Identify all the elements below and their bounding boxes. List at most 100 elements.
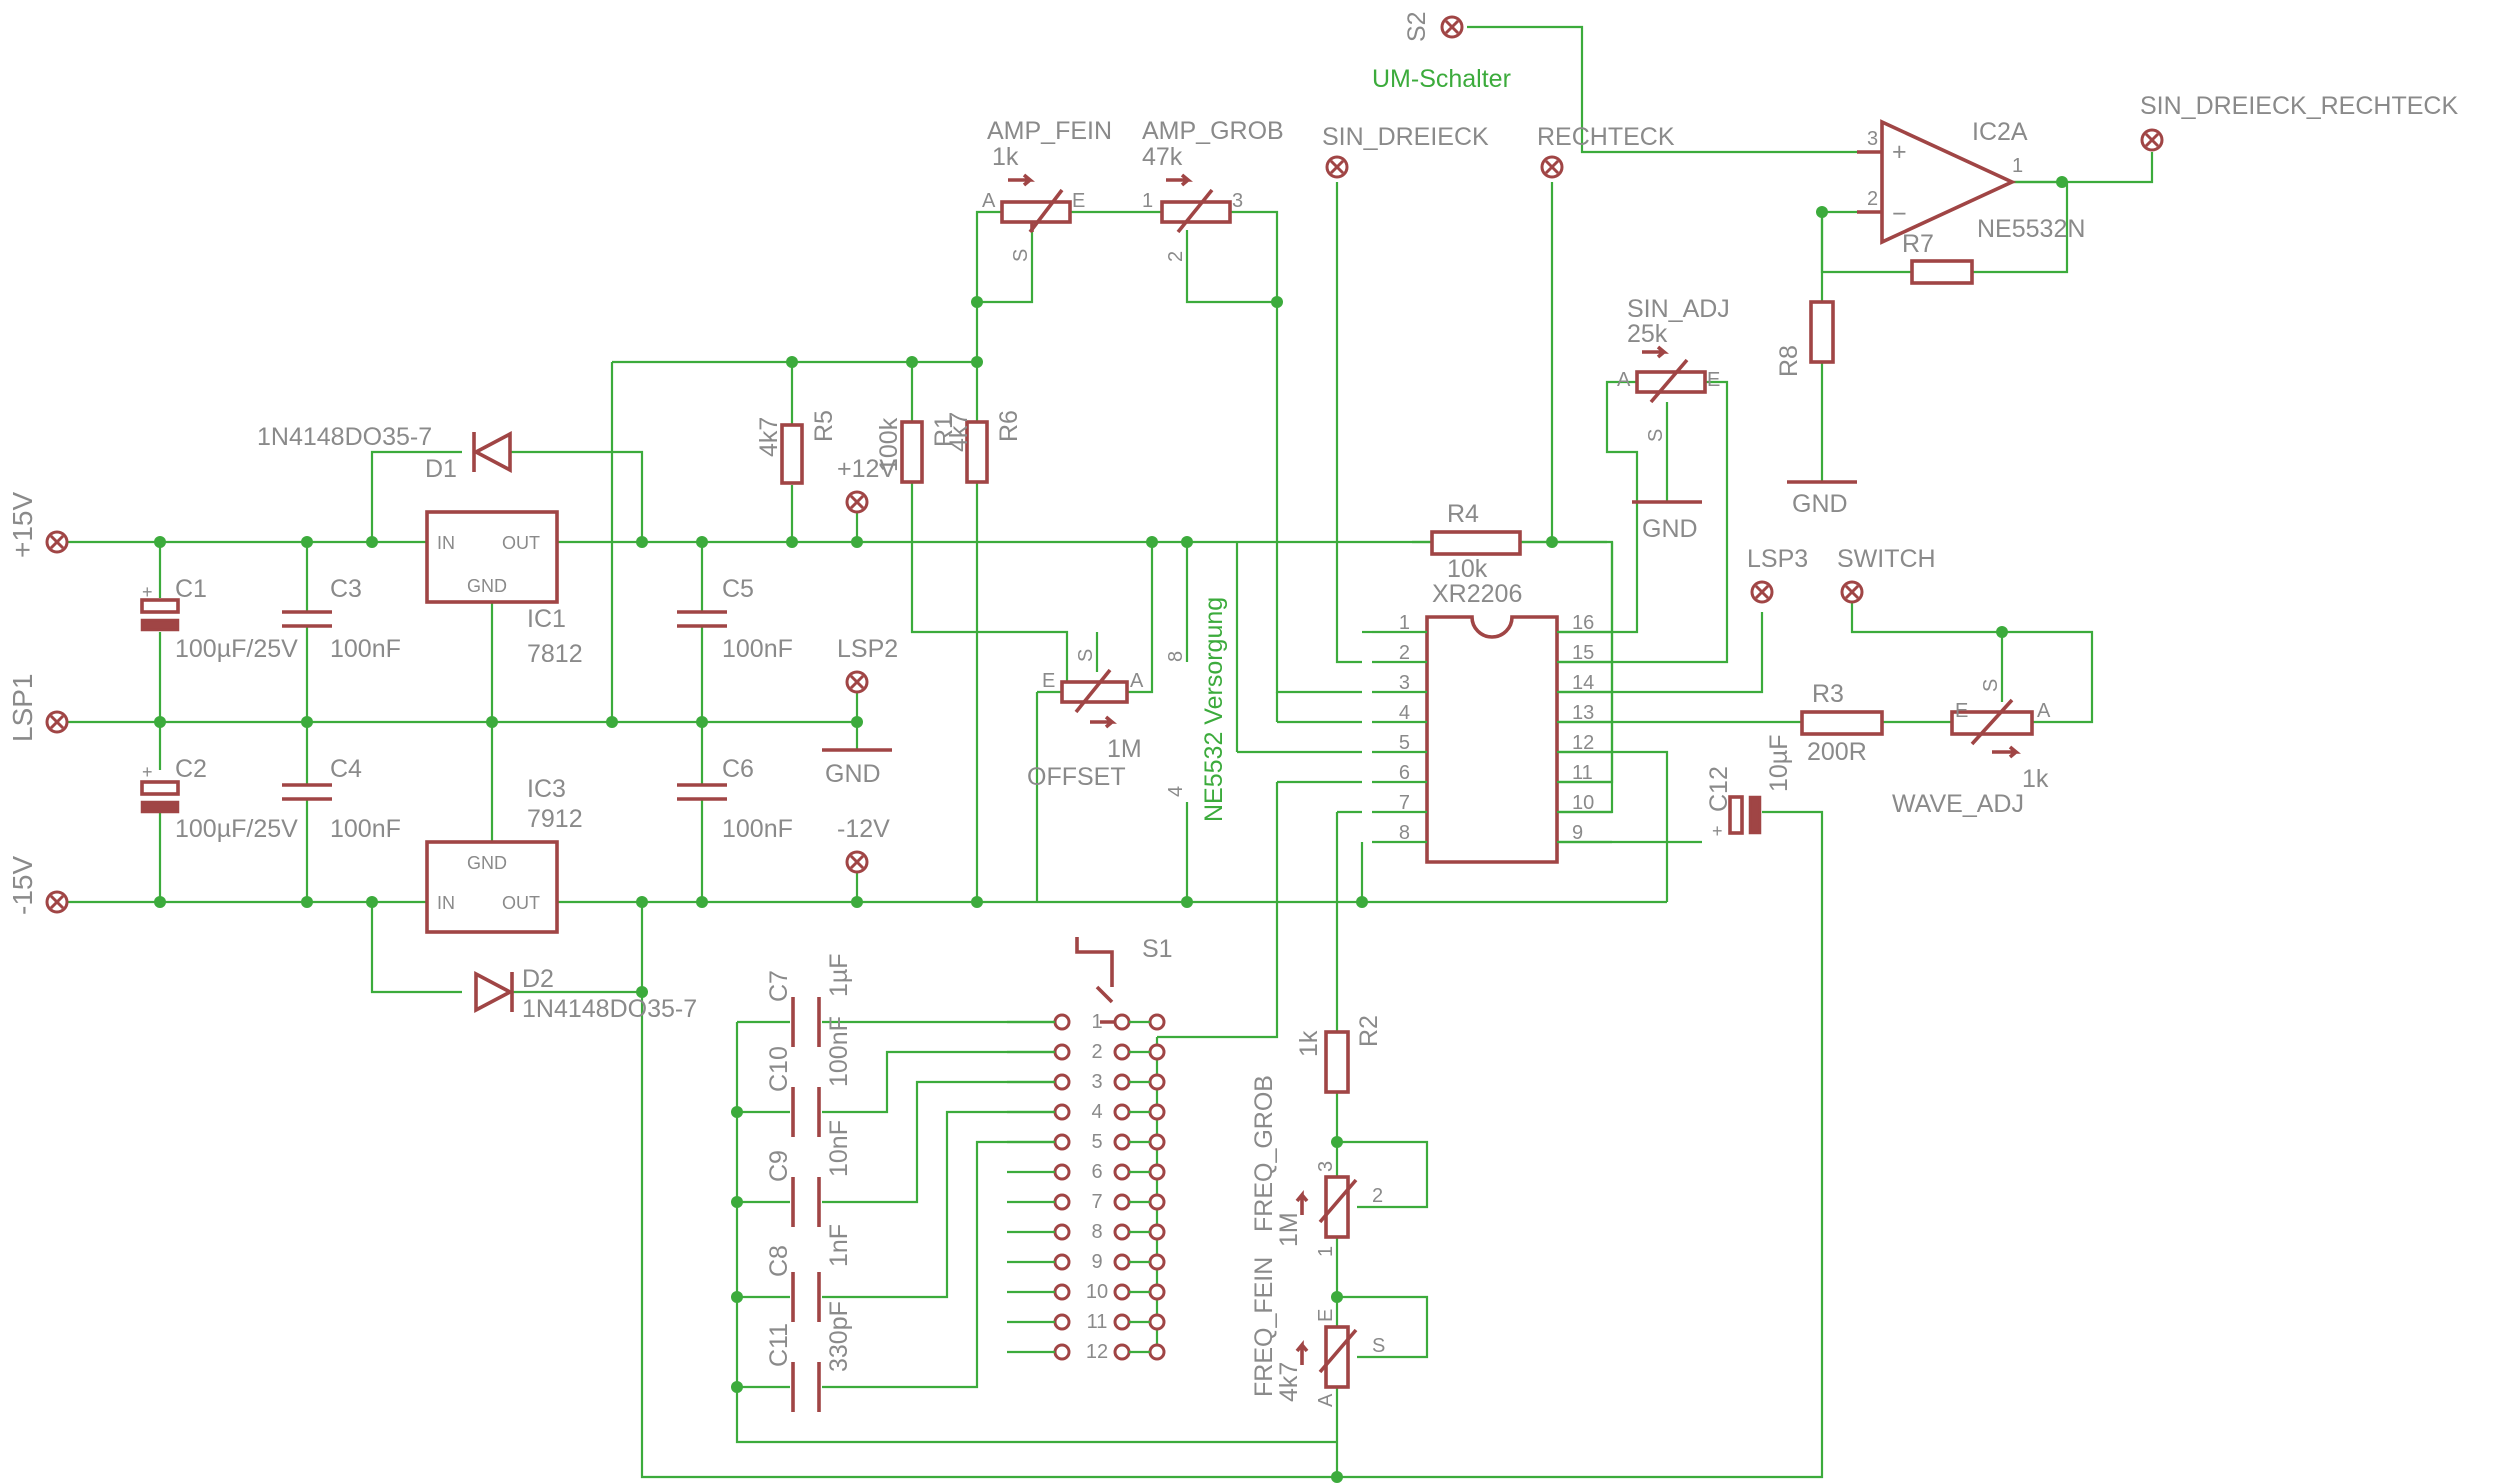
label-minus12: -12V <box>837 815 890 843</box>
label-ic3-in: IN <box>437 893 455 913</box>
label-ic3-value: 7912 <box>527 805 583 833</box>
label-r6-value: 4k7 <box>945 412 973 452</box>
terminal-switch <box>1840 580 1864 604</box>
resistor-r6 <box>965 420 989 484</box>
terminals <box>45 15 2164 914</box>
label-plus12: +12V <box>837 455 896 483</box>
capacitor-c4 <box>282 783 332 801</box>
labels: +15V LSP1 -15V C1 100µF/25V C2 100µF/25V… <box>7 11 2458 1407</box>
s1-position-label: 3 <box>1091 1071 1102 1093</box>
s1-position-label: 5 <box>1091 1131 1102 1153</box>
label-amp-fein-value: 1k <box>992 143 1019 171</box>
terminal-sin-dreieck <box>1325 155 1349 179</box>
label-xr2206: XR2206 <box>1432 580 1522 608</box>
label-c12-value: 10µF <box>1765 735 1793 792</box>
label-c2: C2 <box>175 755 207 783</box>
label-r1: R1 <box>930 415 958 447</box>
resistor-r1 <box>900 420 924 484</box>
pot-amp-fein <box>1000 173 1072 234</box>
label-r3: R3 <box>1812 680 1844 708</box>
label-c4-value: 100nF <box>330 815 401 843</box>
pin-freq-grob-2: 2 <box>1372 1185 1383 1207</box>
s1-position-label: 4 <box>1091 1101 1102 1123</box>
capacitor-c9 <box>791 1177 821 1227</box>
label-c11: C11 <box>765 1323 793 1367</box>
label-minus15: -15V <box>7 856 38 915</box>
terminal-minus12 <box>845 850 869 874</box>
label-gnd-lsp2: GND <box>825 760 881 788</box>
capacitor-c7 <box>791 997 821 1047</box>
label-plus15: +15V <box>7 492 38 558</box>
label-c4: C4 <box>330 755 362 783</box>
xr-pin-right: 13 <box>1572 702 1594 724</box>
pin-sin-adj-s: S <box>1645 429 1667 442</box>
xr-pin-right: 16 <box>1572 612 1594 634</box>
pin-ic2a-2: 2 <box>1867 188 1878 210</box>
pin-amp-grob-2: 2 <box>1165 251 1187 262</box>
pin-offset-a: A <box>1130 670 1144 692</box>
resistor-r5 <box>780 423 804 485</box>
label-lsp1: LSP1 <box>7 674 38 743</box>
capacitor-c11 <box>791 1362 821 1412</box>
label-r4: R4 <box>1447 500 1479 528</box>
capacitor-c6 <box>677 783 727 801</box>
resistor-r7 <box>1910 259 1974 285</box>
resistor-r3 <box>1800 710 1884 736</box>
xr-pin-right: 11 <box>1572 762 1593 784</box>
terminal-sin-dreieck-rechteck <box>2140 128 2164 152</box>
capacitor-c8 <box>791 1272 821 1322</box>
label-um-schalter: UM-Schalter <box>1372 65 1511 93</box>
pin-freq-fein-a: A <box>1315 1393 1337 1407</box>
label-c2-plus: + <box>142 762 153 782</box>
label-r2: R2 <box>1355 1015 1383 1047</box>
opamp-ic2a <box>1857 119 2017 245</box>
label-s2: S2 <box>1403 11 1431 42</box>
s1-position-label: 6 <box>1091 1161 1102 1183</box>
xr-pin-left: 4 <box>1399 702 1410 724</box>
label-r5-value: 4k7 <box>755 417 783 457</box>
terminal-minus15 <box>45 890 69 914</box>
pin-amp-grob-1: 1 <box>1142 190 1153 212</box>
label-ic2a-minus: − <box>1892 200 1907 228</box>
label-ne5532n: NE5532N <box>1977 215 2085 243</box>
resistor-r4 <box>1430 530 1522 556</box>
terminal-lsp1 <box>45 710 69 734</box>
label-c6: C6 <box>722 755 754 783</box>
pin-amp-fein-s: S <box>1010 249 1032 262</box>
label-c3-value: 100nF <box>330 635 401 663</box>
label-c6-value: 100nF <box>722 815 793 843</box>
label-offset: OFFSET <box>1027 763 1126 791</box>
label-ic2a-plus: + <box>1892 138 1907 166</box>
xr-pin-right: 14 <box>1572 672 1594 694</box>
label-ic1-gnd: GND <box>467 576 507 596</box>
label-c12-plus: + <box>1712 821 1723 841</box>
label-r1-value: 100k <box>875 417 903 472</box>
label-ne-versorgung: NE5532 Versorgung <box>1200 597 1228 822</box>
capacitor-c3 <box>282 610 332 628</box>
label-sin-adj: SIN_ADJ <box>1627 295 1730 323</box>
pot-wave-adj <box>1950 698 2034 759</box>
chip-xr2206 <box>1425 615 1559 864</box>
diode-d1 <box>472 431 512 473</box>
label-c8-value: 1nF <box>825 1224 853 1267</box>
label-r4-value: 10k <box>1447 555 1488 583</box>
xr-pin-left: 3 <box>1399 672 1410 694</box>
label-sin-dreieck: SIN_DREIECK <box>1322 123 1489 151</box>
label-freq-fein-value: 4k7 <box>1275 1362 1303 1402</box>
label-c3: C3 <box>330 575 362 603</box>
pot-freq-fein <box>1295 1325 1358 1389</box>
capacitor-c5 <box>677 610 727 628</box>
label-ic1-out: OUT <box>502 533 540 553</box>
pot-offset <box>1060 668 1129 729</box>
label-ic1-value: 7812 <box>527 640 583 668</box>
rotary-switch-s1 <box>1007 937 1166 1361</box>
resistor-r2 <box>1324 1030 1350 1094</box>
s1-position-label: 7 <box>1091 1191 1102 1213</box>
xr-pin-left: 2 <box>1399 642 1410 664</box>
label-s1: S1 <box>1142 935 1173 963</box>
label-offset-value: 1M <box>1107 735 1142 763</box>
regulator-ic1 <box>425 510 559 604</box>
